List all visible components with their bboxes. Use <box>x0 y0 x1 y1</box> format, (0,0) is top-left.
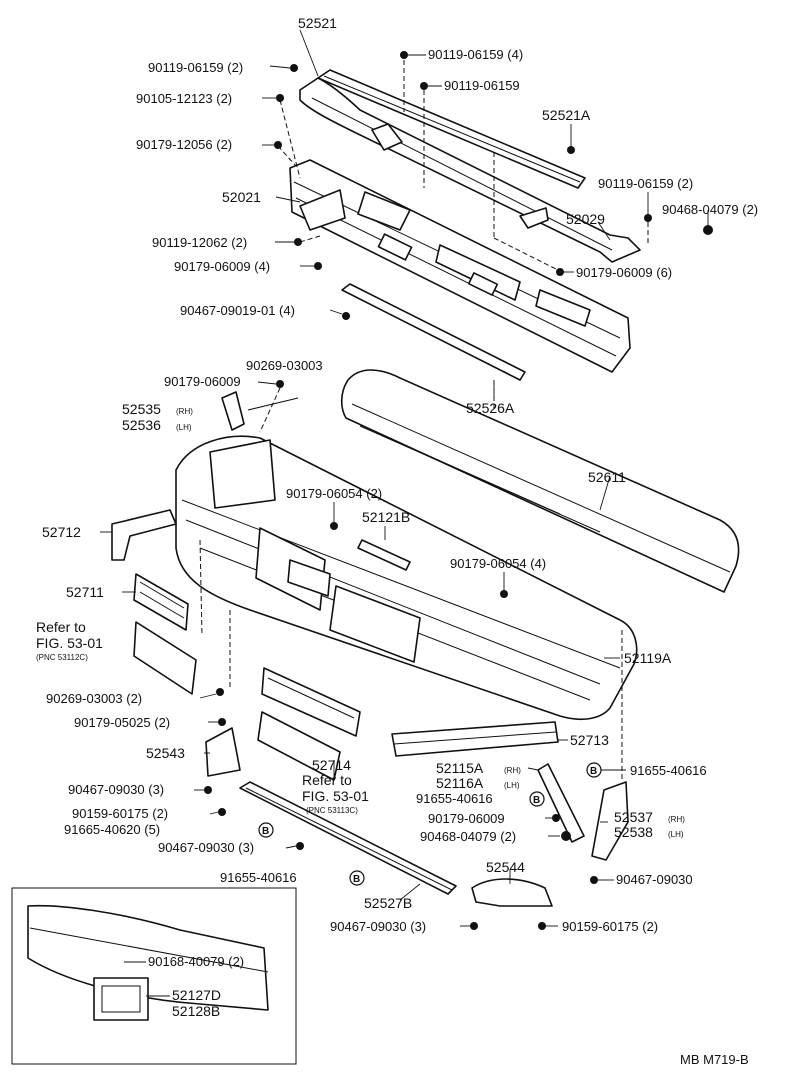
label-footer-code: MB M719-B <box>680 1052 749 1067</box>
label-90269-03003-2: 90269-03003 (2) <box>46 691 142 706</box>
part-52537-side-bracket-right <box>591 781 629 861</box>
label-90105-12123: 90105-12123 (2) <box>136 91 232 106</box>
label-90269-03003: 90269-03003 <box>246 358 323 373</box>
svg-text:B: B <box>262 826 269 837</box>
label-refer2-b: FIG. 53-01 <box>302 788 369 804</box>
label-91655-40616-mid: 91655-40616 <box>416 791 493 806</box>
part-52712-side-bracket-left <box>111 509 177 561</box>
label-90179-06009: 90179-06009 <box>164 374 241 389</box>
part-52611-energy-absorber <box>340 369 740 593</box>
part-52711-grille-left <box>133 573 189 631</box>
part-52521-retainer-strip <box>317 69 586 189</box>
label-52535-rh: (RH) <box>176 407 193 416</box>
label-90467-09030-3c: 90467-09030 (3) <box>330 919 426 934</box>
label-52712: 52712 <box>42 524 81 540</box>
callout-b-mid: B <box>529 791 545 807</box>
label-90119-12062: 90119-12062 (2) <box>152 235 247 250</box>
part-52119A-bumper-cover <box>175 435 638 721</box>
label-91655-40616-low: 91655-40616 <box>220 870 297 885</box>
label-52538: 52538 <box>614 824 653 840</box>
label-90119-06159-4: 90119-06159 (4) <box>428 47 523 62</box>
part-52543-bracket <box>205 727 241 777</box>
part-fog-cover-left <box>133 621 197 695</box>
label-52537-rh: (RH) <box>668 815 685 824</box>
label-52115A: 52115A <box>436 760 484 776</box>
label-52121B: 52121B <box>362 509 410 525</box>
label-52611: 52611 <box>588 469 626 485</box>
callout-b-left: B <box>258 822 274 838</box>
label-90168-40079: 90168-40079 (2) <box>148 954 244 969</box>
label-90179-06009-4: 90179-06009 (4) <box>174 259 270 274</box>
label-90179-06009-6: 90179-06009 (6) <box>576 265 672 280</box>
label-90119-06159-2: 90119-06159 (2) <box>148 60 243 75</box>
part-52535-bracket <box>221 391 299 431</box>
assembly-lines-top <box>277 60 649 273</box>
callout-b-right: B <box>586 762 602 778</box>
svg-text:B: B <box>590 766 597 777</box>
label-90467-09030-r: 90467-09030 <box>616 872 693 887</box>
label-90179-06054-2: 90179-06054 (2) <box>286 486 382 501</box>
part-52544-lower-bracket <box>471 878 553 907</box>
label-90159-60175-2a: 90159-60175 (2) <box>72 806 168 821</box>
label-52543: 52543 <box>146 745 185 761</box>
label-90119-06159: 90119-06159 <box>444 78 520 93</box>
label-52127D: 52127D <box>172 987 221 1003</box>
label-refer1-c: (PNC 53112C) <box>36 653 88 662</box>
label-52536-lh: (LH) <box>176 423 192 432</box>
svg-text:B: B <box>533 795 540 806</box>
label-90468-04079-2: 90468-04079 (2) <box>662 202 758 217</box>
fasteners-top <box>274 51 713 320</box>
label-90159-60175-2b: 90159-60175 (2) <box>562 919 658 934</box>
label-52521: 52521 <box>298 15 337 31</box>
label-52128B: 52128B <box>172 1003 220 1019</box>
part-52021-reinforcement-upper-bar <box>299 77 641 263</box>
callout-b-low: B <box>349 870 365 886</box>
label-refer1-b: FIG. 53-01 <box>36 635 103 651</box>
label-52527B: 52527B <box>364 895 412 911</box>
label-90179-05025: 90179-05025 (2) <box>74 715 170 730</box>
label-91655-40616-right: 91655-40616 <box>630 763 707 778</box>
assembly-lines-middle <box>199 380 623 782</box>
part-52021-bumper-reinforcement <box>289 159 631 373</box>
label-90179-06009-r: 90179-06009 <box>428 811 505 826</box>
label-52537: 52537 <box>614 809 653 825</box>
label-refer1-a: Refer to <box>36 619 86 635</box>
part-52115A-side-brace <box>537 763 585 843</box>
label-52544: 52544 <box>486 859 525 875</box>
label-52116A: 52116A <box>436 775 484 791</box>
leader-lines <box>100 29 709 997</box>
part-52526A-lower-strip <box>341 283 526 381</box>
part-52527B-lower-moulding <box>239 781 457 895</box>
label-52021: 52021 <box>222 189 261 205</box>
label-52116A-lh: (LH) <box>504 781 520 790</box>
label-90179-06054-4: 90179-06054 (4) <box>450 556 546 571</box>
label-90467-09030-3a: 90467-09030 (3) <box>68 782 164 797</box>
label-refer2-c: (PNC 53113C) <box>306 806 358 815</box>
label-90468-04079-2b: 90468-04079 (2) <box>420 829 516 844</box>
part-52121B-clip <box>357 539 411 571</box>
label-52115A-rh: (RH) <box>504 766 521 775</box>
label-90467-09019-01: 90467-09019-01 (4) <box>180 303 295 318</box>
label-52711: 52711 <box>66 584 104 600</box>
label-52526A: 52526A <box>466 400 515 416</box>
part-labels: 52521 90119-06159 (4) 90119-06159 (2) 90… <box>36 15 758 1067</box>
label-52536: 52536 <box>122 417 161 433</box>
label-90119-06159-2b: 90119-06159 (2) <box>598 176 693 191</box>
label-52029: 52029 <box>566 211 605 227</box>
part-52713-lower-spoiler-strip <box>391 721 559 757</box>
label-52713: 52713 <box>570 732 609 748</box>
inset-detail-box <box>11 887 297 1065</box>
label-refer2-a: Refer to <box>302 772 352 788</box>
label-52119A: 52119A <box>624 650 672 666</box>
svg-text:B: B <box>353 874 360 885</box>
label-52535: 52535 <box>122 401 161 417</box>
label-90179-12056: 90179-12056 (2) <box>136 137 232 152</box>
label-52538-lh: (LH) <box>668 830 684 839</box>
label-52521A: 52521A <box>542 107 591 123</box>
label-91665-40620: 91665-40620 (5) <box>64 822 160 837</box>
part-52714-lower-grille <box>261 667 361 737</box>
label-52714: 52714 <box>312 757 351 773</box>
label-90467-09030-3b: 90467-09030 (3) <box>158 840 254 855</box>
